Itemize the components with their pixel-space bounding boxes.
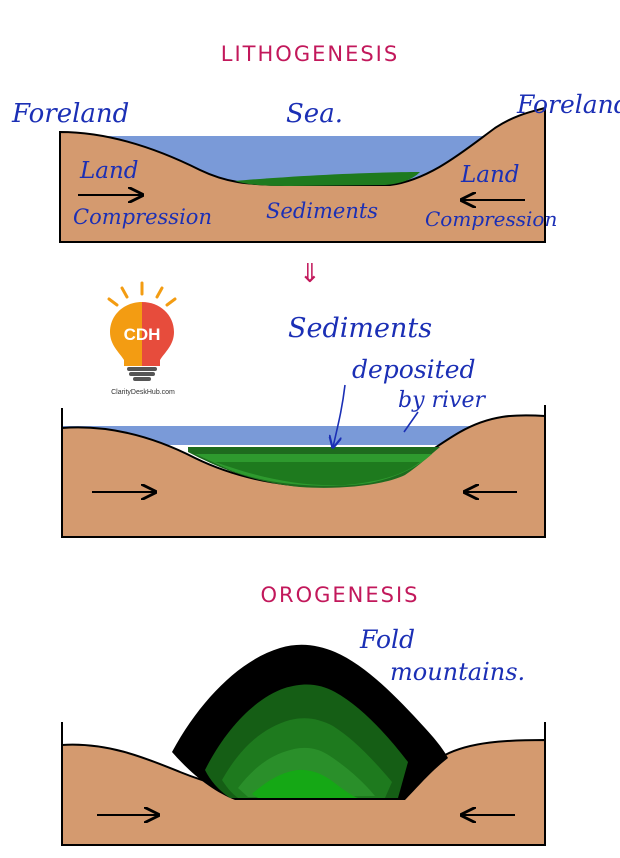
land-left-label: Land	[79, 158, 139, 184]
logo-site: ClarityDeskHub.com	[111, 389, 175, 396]
sediments-label: Sediments	[266, 199, 378, 223]
foreland-right-label: Foreland	[516, 90, 620, 119]
transition-arrow: ⇓	[299, 259, 321, 289]
mountains-label: mountains.	[390, 658, 525, 686]
logo-initials: CDH	[124, 325, 161, 344]
foreland-left-label: Foreland	[11, 99, 129, 129]
deposited-label: deposited	[352, 355, 476, 384]
sea-label: Sea.	[286, 99, 343, 129]
sediment-layer-2c	[215, 462, 420, 486]
orogenesis-title: OROGENESIS	[260, 583, 419, 607]
diagram-1: Foreland Foreland Sea. Land Land Compres…	[11, 90, 620, 243]
diagram-3: Fold mountains.	[61, 625, 546, 846]
sediment-layer	[235, 172, 420, 186]
by-river-label: by river	[398, 388, 487, 413]
lithogenesis-title: LITHOGENESIS	[221, 42, 399, 66]
land-right-label: Land	[460, 162, 520, 188]
compression-left-label: Compression	[73, 205, 212, 229]
fold-label: Fold	[359, 625, 415, 654]
sea-water-2	[62, 426, 545, 445]
pointer-line-river	[403, 411, 419, 433]
compression-right-label: Compression	[425, 207, 557, 231]
fold-layer-core	[252, 769, 358, 798]
diagram-2: Sediments deposited by river	[61, 313, 546, 538]
pointer-line-sediments	[333, 384, 346, 447]
sediments-deposited-label: Sediments	[288, 313, 432, 344]
cdh-logo: CDH ClarityDeskHub.com	[107, 281, 177, 396]
